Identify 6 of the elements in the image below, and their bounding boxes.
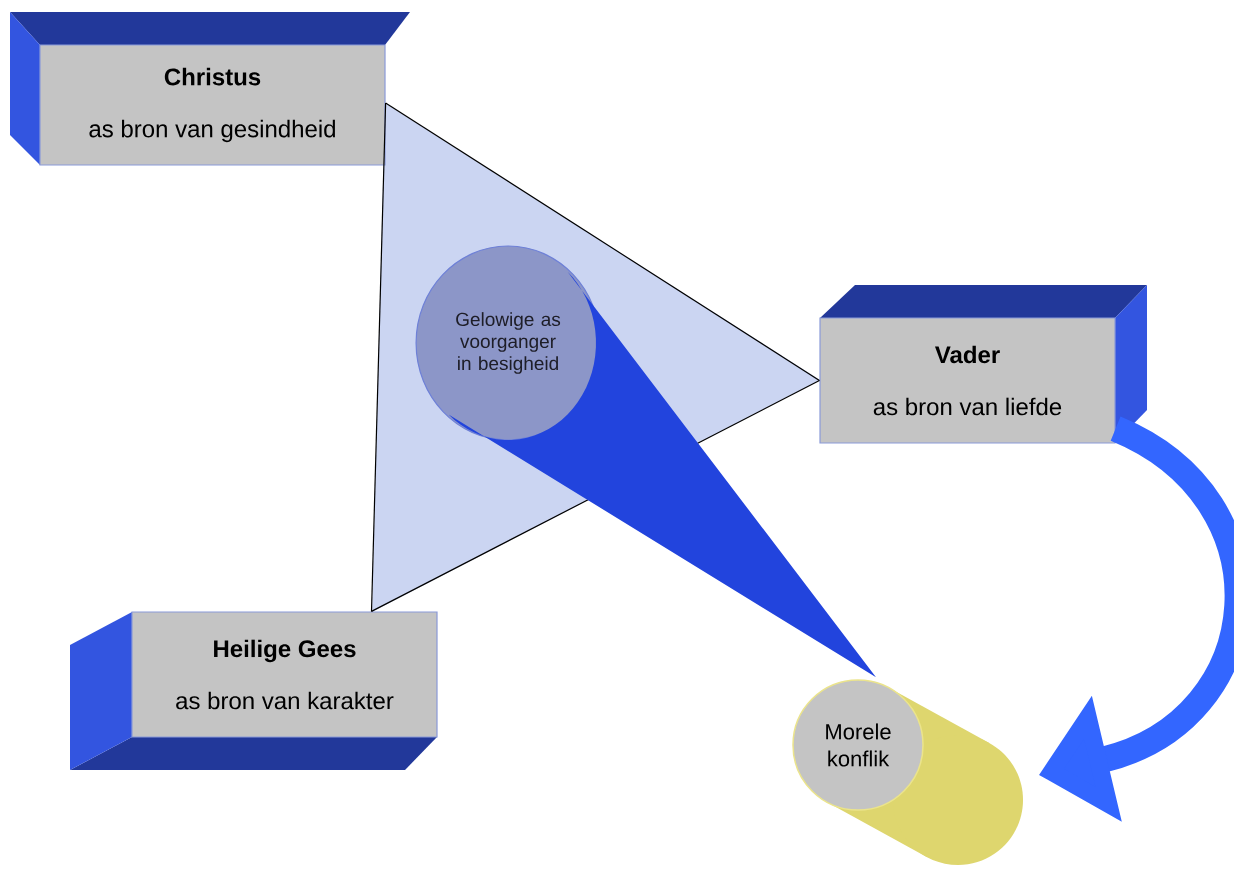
box: Heilige Gees as bron van karakter [70, 611, 438, 770]
connector-line [385, 102, 820, 382]
cylinder: Morele konflik [792, 679, 1023, 865]
box: Christus as bron van gesindheid [10, 12, 410, 166]
connector-line [370, 102, 387, 612]
box: Vader as bron van liefde [819, 285, 1147, 444]
